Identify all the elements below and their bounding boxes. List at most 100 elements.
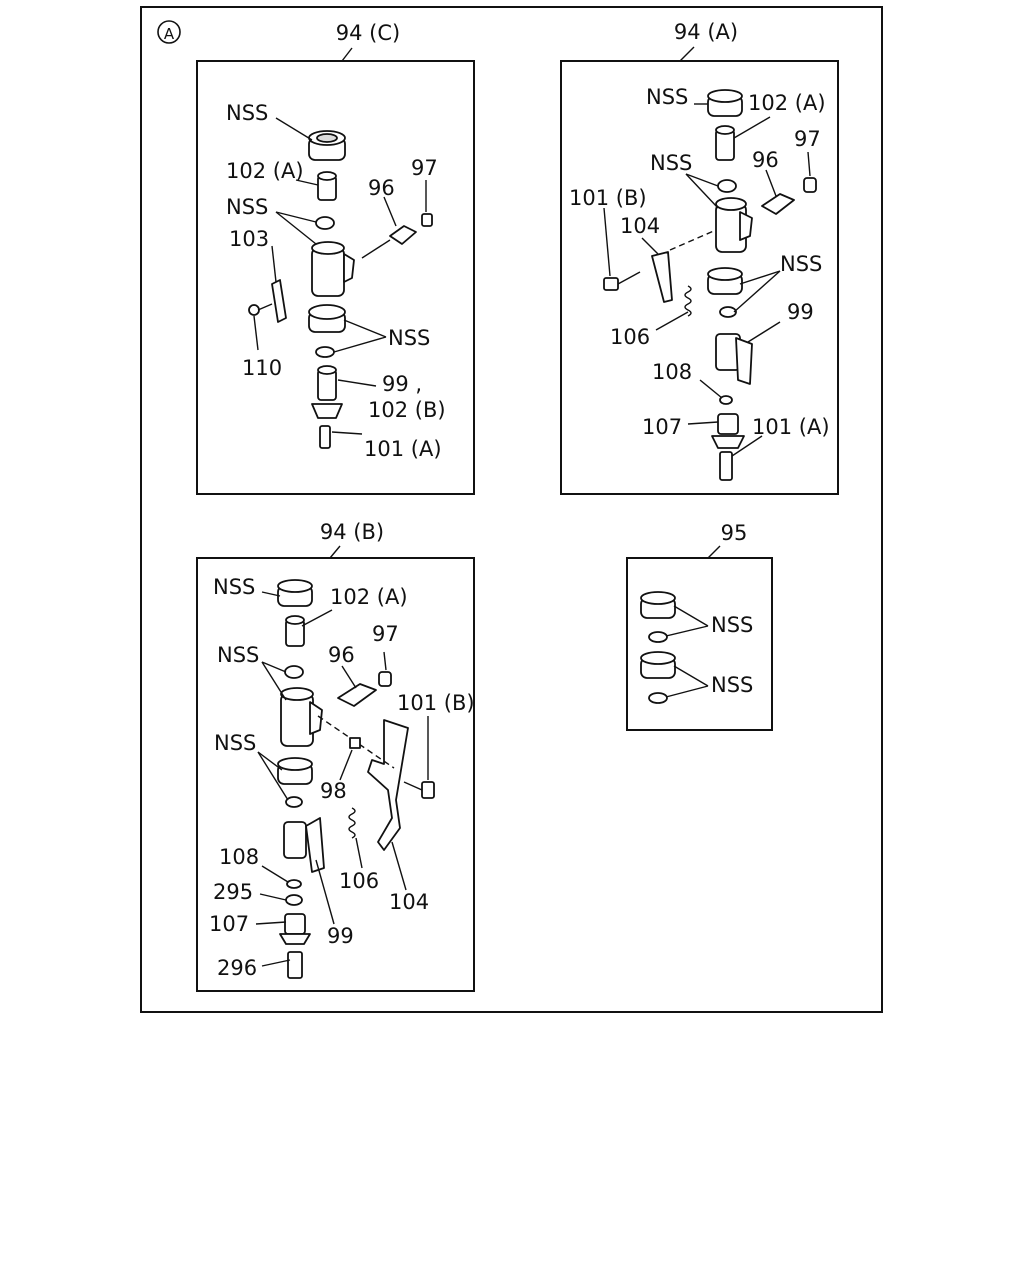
valve-body-part [280,687,323,747]
gear-part [279,913,311,945]
label-101b: 101 (B) [397,691,475,715]
label-97: 97 [372,622,399,646]
screw-part [248,303,273,316]
label-nss-low: NSS [388,326,430,350]
bolt-part [403,781,435,799]
washer-part [284,665,304,679]
washer-lower-part [719,306,737,318]
valve-body-part [311,241,355,297]
washer-part-2 [648,692,668,704]
small-washer-part [719,395,733,405]
o-ring-part [285,894,303,906]
spring-coil-part [684,285,692,317]
label-107: 107 [642,415,682,439]
washer-lower-part [315,346,335,358]
label-296: 296 [217,956,257,980]
section-marker: A [157,20,181,44]
label-98: 98 [320,779,347,803]
panel-94c-frame [196,60,475,495]
label-102a: 102 (A) [748,91,826,115]
label-106: 106 [339,869,379,893]
label-110: 110 [242,356,282,380]
panel-94b-title: 94 (B) [320,520,384,544]
bolt-part [603,271,641,291]
washer-lower-part [285,796,303,808]
label-nss-top: NSS [213,575,255,599]
small-cap-part [803,177,817,193]
dash-link [669,229,717,251]
panel-95-frame [626,557,773,731]
panel-94a-frame [560,60,839,495]
small-cap-part [378,671,392,687]
seal-part [707,267,743,295]
label-97: 97 [411,156,438,180]
label-101a: 101 (A) [752,415,830,439]
actuator-part [283,817,325,873]
panel-94b-frame [196,557,475,992]
small-cap-part [421,213,433,227]
label-97: 97 [794,127,821,151]
label-96: 96 [752,148,779,172]
label-99: 99 [787,300,814,324]
lever-plate-part [367,719,409,851]
label-nss-top: NSS [646,85,688,109]
label-nss-low: NSS [214,731,256,755]
plunger-part [317,171,337,201]
plunger-part [285,615,305,647]
outer-frame [140,6,883,1013]
nozzle-part [337,683,377,707]
gear-part [711,413,745,449]
panel-94b: 94 (B) [196,520,475,992]
panel-94a-title: 94 (A) [674,20,738,44]
label-102b: 102 (B) [368,398,446,422]
plunger-part [715,125,735,161]
panel-94c-title: 94 (C) [336,21,400,45]
spring-coil-part [348,807,356,839]
label-102a: 102 (A) [330,585,408,609]
cap-part [277,579,313,607]
label-nss-2: NSS [711,673,753,697]
spring-part [319,425,331,449]
panel-95-title: 95 [721,521,748,545]
panel-94a: 94 (A) [560,20,839,495]
panel-94c: 94 (C) [196,21,475,495]
label-nss-mid: NSS [217,643,259,667]
screw-part [287,951,303,979]
label-102a: 102 (A) [226,159,304,183]
label-96: 96 [368,176,395,200]
label-101a: 101 (A) [364,437,442,461]
washer-part-1 [648,631,668,643]
clip-part [349,737,361,749]
nozzle-part [761,193,795,215]
lever-part [271,279,287,323]
seal-part-1 [640,591,676,619]
label-107: 107 [209,912,249,936]
label-96: 96 [328,643,355,667]
label-99: 99 , [382,372,422,396]
panel-95: 95 NSS NSS [626,521,773,731]
label-104: 104 [620,214,660,238]
dash-link [317,715,395,769]
cap-part [308,130,346,161]
label-nss-mid: NSS [226,195,268,219]
label-nss-low: NSS [780,252,822,276]
label-108: 108 [219,845,259,869]
small-washer-part [286,879,302,889]
seal-part-2 [640,651,676,679]
label-295: 295 [213,880,253,904]
washer-part [315,216,335,230]
section-marker-letter: A [164,25,175,43]
seal-part [308,304,346,333]
shaft-gear-part [311,365,343,419]
label-101b: 101 (B) [569,186,647,210]
screw-part [719,451,733,481]
bracket-part [651,251,673,303]
washer-part [717,179,737,193]
cap-part [707,89,743,117]
label-nss-1: NSS [711,613,753,637]
label-104: 104 [389,890,429,914]
seal-part [277,757,313,785]
label-nss-mid: NSS [650,151,692,175]
label-103: 103 [229,227,269,251]
